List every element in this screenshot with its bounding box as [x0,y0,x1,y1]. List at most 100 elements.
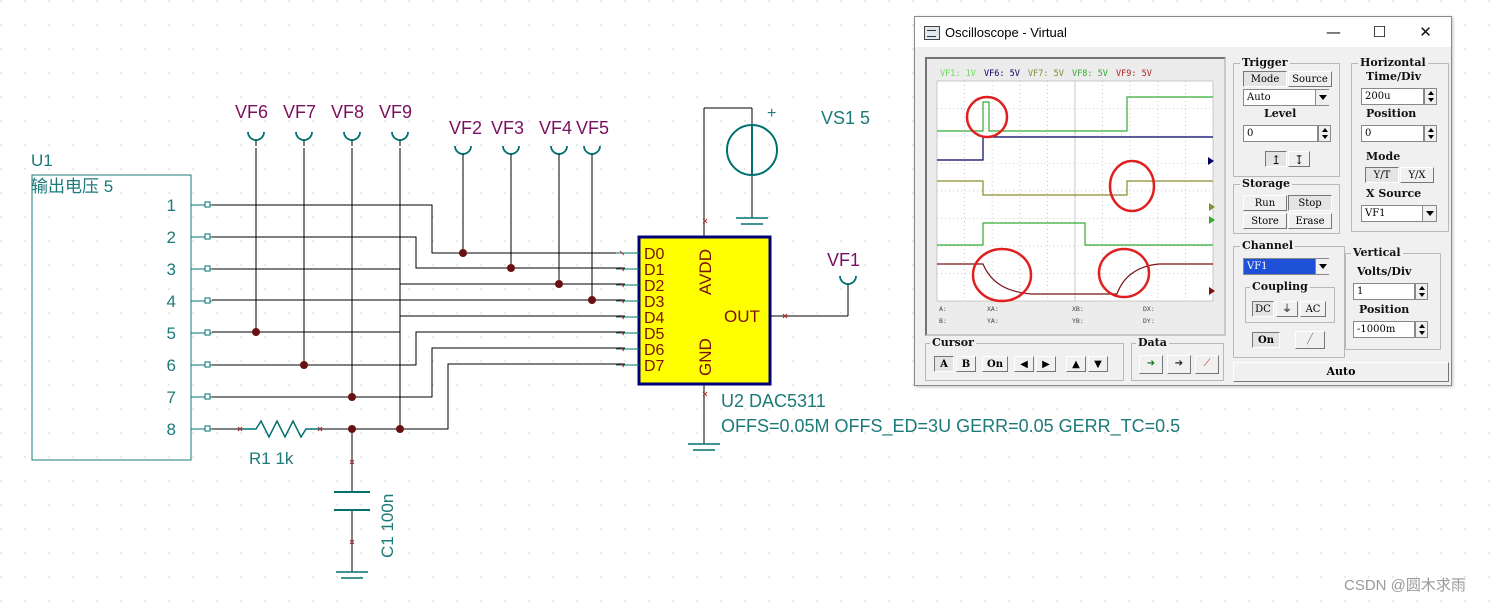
channel-select[interactable]: VF1 [1243,258,1329,275]
coupling-gnd-button[interactable]: ⏚ [1276,301,1298,317]
trigger-mode-select[interactable]: Auto [1243,89,1329,106]
u1-pin-terminal[interactable] [204,329,211,336]
voltage-source-vs1[interactable] [726,124,778,176]
probe-symbol[interactable] [343,131,361,141]
probe-symbol[interactable] [550,145,568,155]
yx-mode-button[interactable]: Y/X [1400,167,1434,183]
dac-pin-marker [619,266,625,272]
cursor-left-icon[interactable]: ◀ [1014,356,1034,372]
u1-pin-terminal[interactable] [204,297,211,304]
oscilloscope-titlebar[interactable]: Oscilloscope - Virtual — ☐ ✕ [915,17,1451,47]
channel-on-button[interactable]: On [1252,332,1280,348]
dac-pin-label: D2 [644,278,665,295]
oscilloscope-title: Oscilloscope - Virtual [945,25,1067,40]
cursor-down-icon[interactable]: ▼ [1088,356,1108,372]
cursor-up-icon[interactable]: ▲ [1066,356,1086,372]
cursor-readout: DY: [1143,317,1155,325]
cursor-readouts: A:XA:XB:DX:B:YA:YB:DY: [939,305,1155,325]
minimize-icon[interactable]: — [1326,23,1341,41]
volts-div-input[interactable]: 1 [1353,283,1415,300]
cursor-b-button[interactable]: B [956,356,976,372]
dac-pin-label: D3 [644,294,665,311]
trigger-mode-dropdown-icon[interactable] [1315,90,1329,105]
probe-pen-icon[interactable]: ╱ [1295,331,1325,349]
data-save-icon[interactable]: ➔ [1167,355,1191,374]
time-div-input[interactable]: 200u [1361,88,1424,105]
probe-symbol[interactable] [295,131,313,141]
dac-pin-label: D7 [644,358,665,375]
coupling-ac-button[interactable]: AC [1300,301,1326,317]
cursor-readout: DX: [1143,305,1155,313]
trigger-mode-button[interactable]: Mode [1243,71,1287,87]
h-position-spinner[interactable] [1424,125,1437,142]
probe-symbol[interactable] [839,275,857,285]
dac-pin-marker [619,330,625,336]
dac-pin-marker [619,282,625,288]
coupling-dc-button[interactable]: DC [1252,301,1274,317]
x-source-dropdown-icon[interactable] [1422,206,1436,221]
h-position-label: Position [1366,107,1417,120]
probe-symbol[interactable] [454,145,472,155]
pin-markers [237,218,788,545]
u1-pin-label: 2 [167,228,176,247]
trigger-level-input[interactable]: 0 [1243,125,1318,142]
maximize-icon[interactable]: ☐ [1372,23,1387,41]
u1-pin-terminal[interactable] [204,361,211,368]
u1-pin-terminal[interactable] [204,393,211,400]
u1-pin-terminal[interactable] [204,201,211,208]
storage-stop-button[interactable]: Stop [1288,195,1332,211]
falling-edge-icon[interactable]: ↧ [1288,151,1310,167]
probe-symbol[interactable] [391,131,409,141]
trigger-level-spinner[interactable] [1318,125,1331,142]
trace-vf6 [937,136,1213,161]
u1-pin-terminal[interactable] [204,233,211,240]
capacitor-c1[interactable] [334,491,370,511]
u1-body[interactable] [31,174,192,461]
dac-pin-marker [619,298,625,304]
data-export-icon[interactable]: ➜ [1139,355,1163,374]
h-position-input[interactable]: 0 [1361,125,1424,142]
storage-store-button[interactable]: Store [1243,213,1287,229]
time-div-spinner[interactable] [1424,88,1437,105]
v-position-input[interactable]: -1000m [1353,321,1415,338]
probe-symbol[interactable] [502,145,520,155]
probe-symbol[interactable] [247,131,265,141]
resistor-r1[interactable] [240,419,320,439]
time-div-label: Time/Div [1366,70,1422,83]
x-source-select[interactable]: VF1 [1361,205,1437,222]
volts-div-spinner[interactable] [1415,283,1428,300]
trigger-title: Trigger [1240,56,1290,69]
probe-label: VF8 [331,102,364,122]
auto-button[interactable]: Auto [1233,362,1449,382]
probe-symbol[interactable] [583,145,601,155]
rising-edge-icon[interactable]: ↥ [1265,151,1287,167]
data-group [1131,343,1224,381]
storage-erase-button[interactable]: Erase [1288,213,1332,229]
storage-run-button[interactable]: Run [1243,195,1287,211]
cursor-readout: YA: [987,317,999,325]
u1-pin-terminal[interactable] [204,425,211,432]
data-clear-icon[interactable]: ⟋ [1195,355,1219,374]
cursor-a-button[interactable]: A [934,356,954,372]
dac-ref: U2 DAC5311 [721,391,826,411]
u1-pin-terminal[interactable] [204,265,211,272]
trigger-source-button[interactable]: Source [1288,71,1332,87]
trace-vf7 [937,180,1213,196]
channel-dropdown-icon[interactable] [1315,259,1329,274]
cursor-right-icon[interactable]: ▶ [1036,356,1056,372]
u1-label: 输出电压 5 [31,177,113,196]
dac5311-chip[interactable] [637,235,772,386]
horizontal-title: Horizontal [1358,56,1428,69]
v-position-spinner[interactable] [1415,321,1428,338]
yt-mode-button[interactable]: Y/T [1365,167,1399,183]
dac-avdd-label: AVDD [696,249,715,295]
cursor-title: Cursor [930,336,976,349]
dac-gnd-label: GND [696,338,715,376]
cursor-on-button[interactable]: On [982,356,1008,372]
close-icon[interactable]: ✕ [1419,23,1432,41]
